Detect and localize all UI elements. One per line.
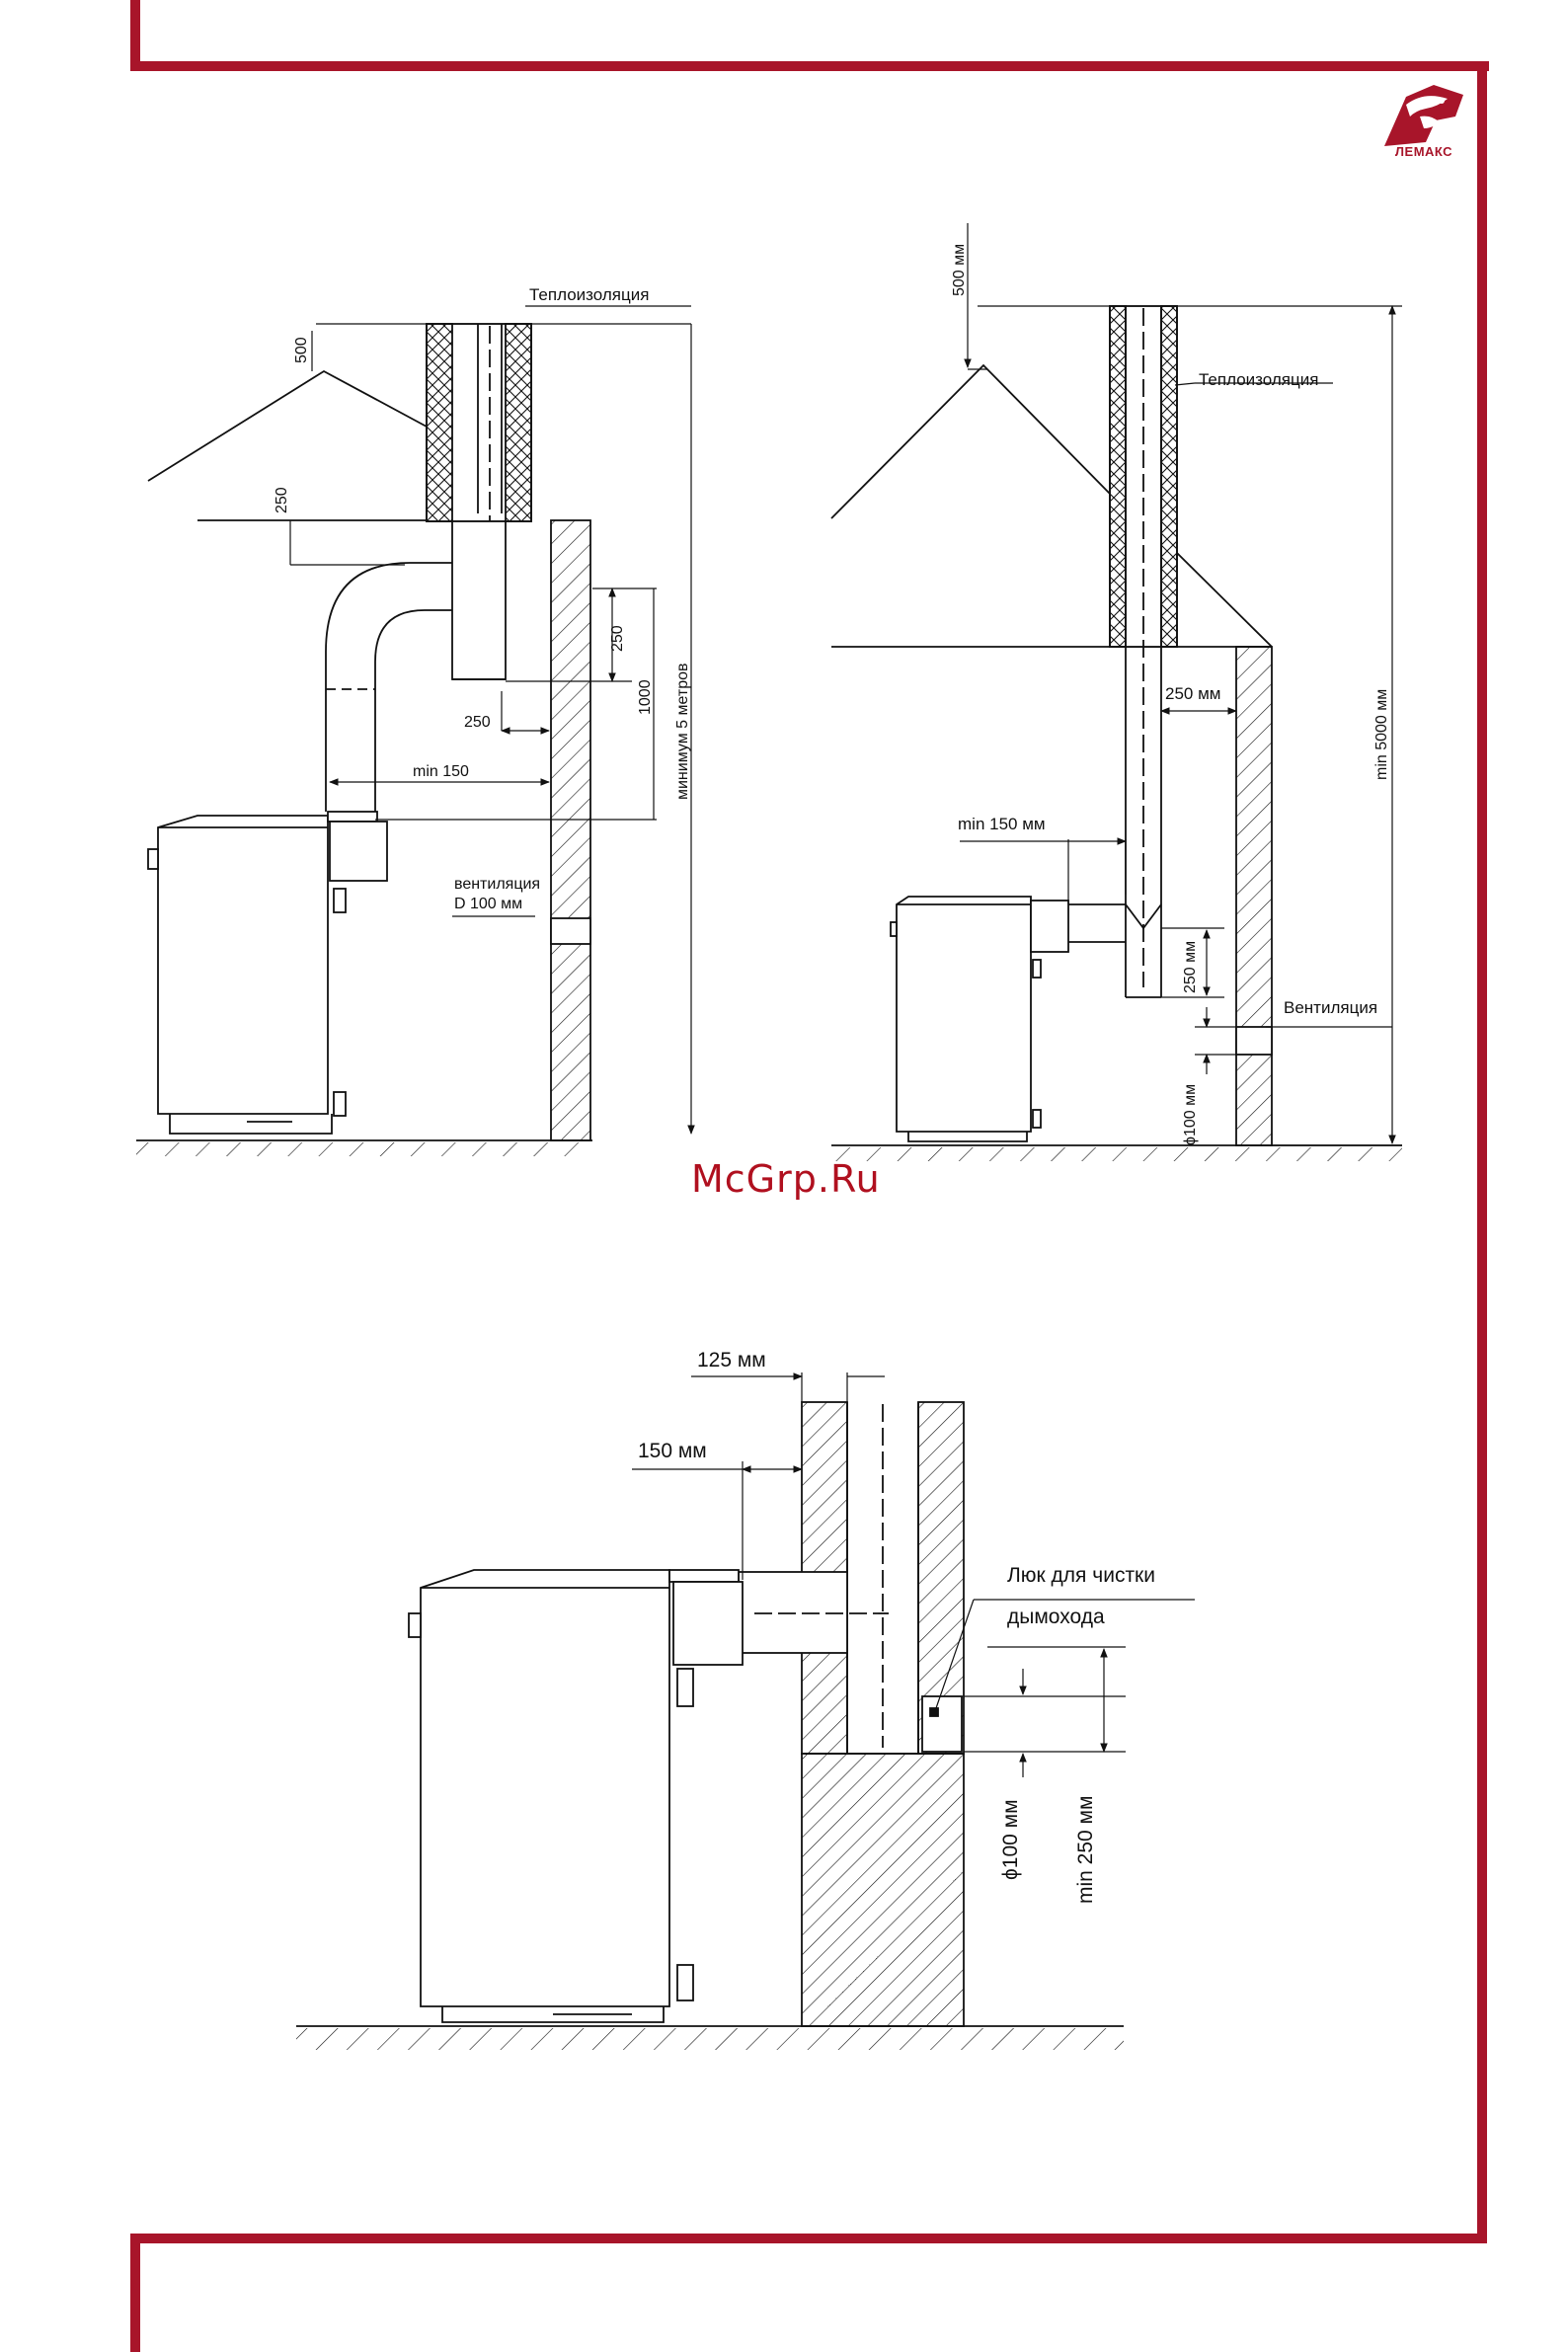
d1-min-150: min 150 [413, 763, 469, 780]
d3-hatch-label-line1: Люк для чистки [1007, 1564, 1155, 1587]
d1-dim-1000: 1000 [637, 679, 654, 715]
d3-phi-100: ϕ100 мм [999, 1799, 1022, 1880]
d3-dim-150: 150 мм [638, 1440, 707, 1462]
d1-dim-250-roof: 250 [274, 487, 290, 513]
diagram-3-masonry-chimney [296, 1372, 1195, 2050]
d2-dim-250-vertical: 250 мм [1182, 941, 1199, 993]
d1-dim-250-horizontal: 250 [464, 714, 491, 731]
d1-ventilation-line1: вентиляция [454, 876, 540, 893]
d3-dim-125: 125 мм [697, 1349, 766, 1372]
d3-min-250: min 250 мм [1074, 1796, 1097, 1904]
d1-insulation-label: Теплоизоляция [529, 285, 649, 304]
watermark-text: McGrp.Ru [691, 1157, 881, 1201]
d1-dim-250-vertical: 250 [609, 625, 626, 652]
d1-ventilation-line2: D 100 мм [454, 896, 522, 912]
d1-dim-500: 500 [293, 337, 310, 363]
d1-min-height: минимум 5 метров [674, 664, 691, 801]
d3-hatch-label-line2: дымохода [1007, 1606, 1105, 1628]
d2-min-5000: min 5000 мм [1373, 689, 1390, 780]
d2-phi-100: ϕ100 мм [1182, 1084, 1199, 1145]
d2-insulation-label: Теплоизоляция [1199, 370, 1318, 389]
d2-dim-500: 500 мм [951, 244, 968, 296]
diagram-1-external-chimney [136, 306, 691, 1156]
d2-dim-250-wall: 250 мм [1165, 684, 1220, 703]
d2-ventilation: Вентиляция [1284, 998, 1377, 1017]
d2-min-150: min 150 мм [958, 815, 1046, 833]
diagram-2-internal-chimney [831, 223, 1402, 1161]
